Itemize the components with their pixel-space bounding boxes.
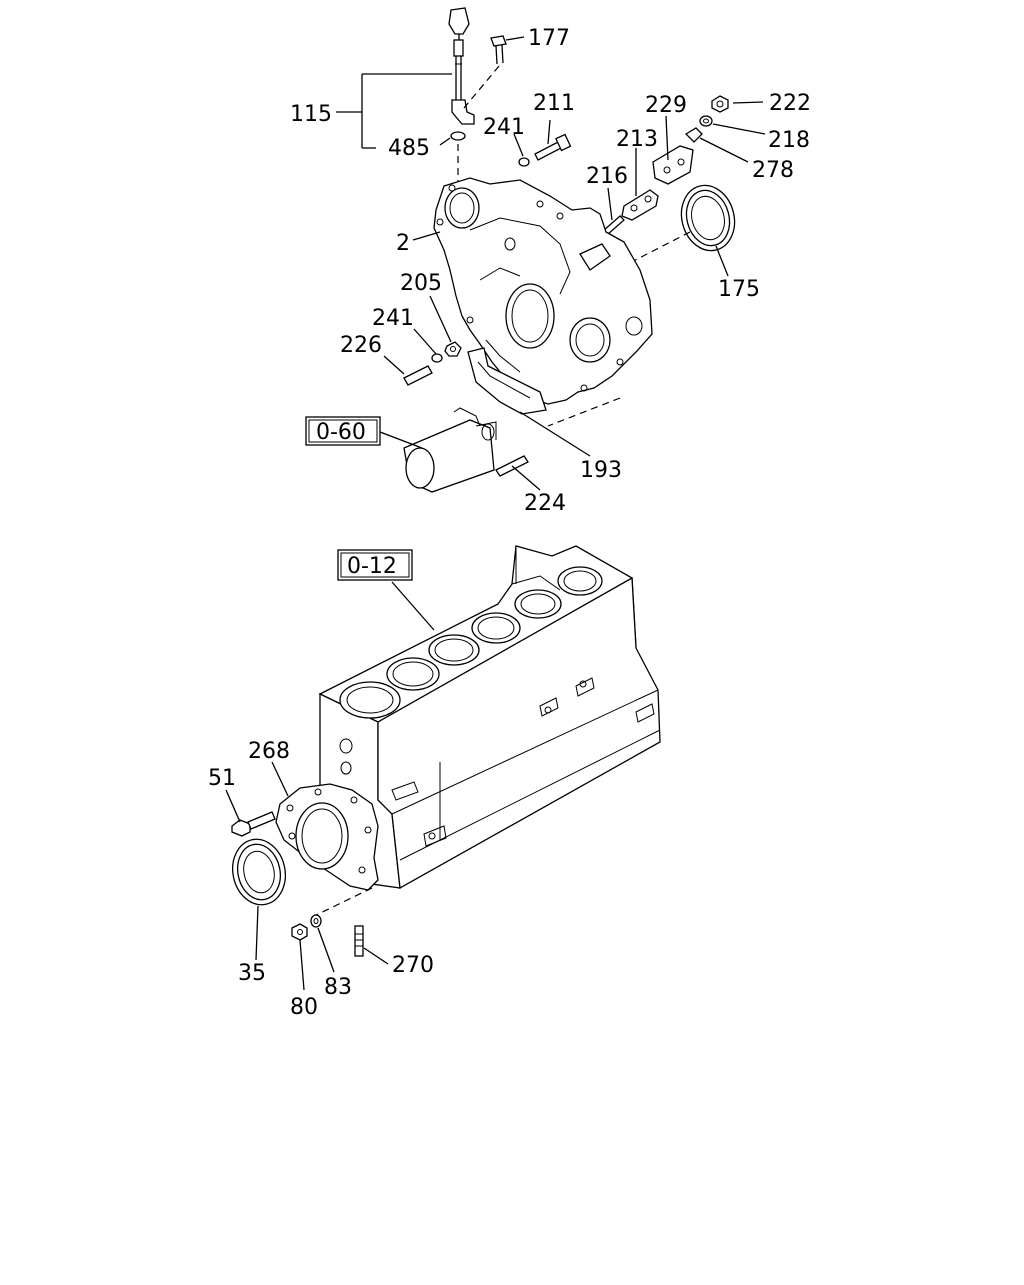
stud-224: [495, 455, 529, 477]
front-cover-assembly: [403, 7, 736, 493]
washer-218: [699, 115, 713, 127]
washer-83: [310, 914, 322, 928]
callout-35: 35: [238, 961, 266, 986]
bracket-229: [652, 145, 694, 185]
callout-229: 229: [645, 93, 687, 118]
callout-268: 268: [248, 739, 290, 764]
starter-motor: [403, 407, 497, 493]
leader-lines-upper: [336, 36, 766, 491]
callout-278: 278: [752, 158, 794, 183]
reference-starter: 0-60: [316, 420, 366, 445]
gasket-193: [467, 347, 547, 415]
reference-block: 0-12: [347, 554, 397, 579]
callout-83: 83: [324, 975, 352, 1000]
callout-51: 51: [208, 766, 236, 791]
callout-226: 226: [340, 333, 382, 358]
callout-270: 270: [392, 953, 434, 978]
callout-177: 177: [528, 26, 570, 51]
washer-241b: [431, 353, 443, 363]
nut-80: [291, 923, 308, 941]
bolt-211: [518, 133, 572, 167]
reference-box-starter: 0-60: [305, 416, 381, 446]
leader-lines-lower: [225, 581, 435, 991]
bolt-51: [231, 811, 276, 837]
nut-222: [711, 95, 729, 113]
callout-205: 205: [400, 271, 442, 296]
callout-211: 211: [533, 91, 575, 116]
bolt-177: [463, 35, 507, 109]
oil-seal-35: [232, 838, 286, 906]
oil-level-gauge: [448, 7, 475, 186]
callout-218: 218: [768, 128, 810, 153]
callouts-upper: 177 115 485 211 241 229 222 218 213 278 …: [290, 26, 811, 516]
callout-241-lower: 241: [372, 306, 414, 331]
callout-216: 216: [586, 164, 628, 189]
callout-222: 222: [769, 91, 811, 116]
callout-80: 80: [290, 995, 318, 1020]
oil-seal-175: [611, 184, 736, 273]
plate-213: [621, 189, 659, 221]
callouts-lower: 268 51 35 83 80 270: [208, 739, 434, 1020]
cylinder-block: [318, 545, 661, 890]
gear-case-cover: [433, 177, 653, 405]
cylinder-block-assembly: [231, 545, 661, 957]
callout-213: 213: [616, 127, 658, 152]
callout-241-upper: 241: [483, 115, 525, 140]
callout-2: 2: [396, 231, 410, 256]
callout-175: 175: [718, 277, 760, 302]
stud-270: [354, 925, 364, 957]
stud-226: [403, 365, 433, 386]
nut-205: [444, 341, 462, 357]
callout-485: 485: [388, 136, 430, 161]
callout-224: 224: [524, 491, 566, 516]
callout-193: 193: [580, 458, 622, 483]
reference-box-block: 0-12: [337, 549, 413, 581]
oil-seal-retainer-268: [275, 783, 379, 919]
plate-278: [684, 127, 703, 143]
callout-115: 115: [290, 102, 332, 127]
